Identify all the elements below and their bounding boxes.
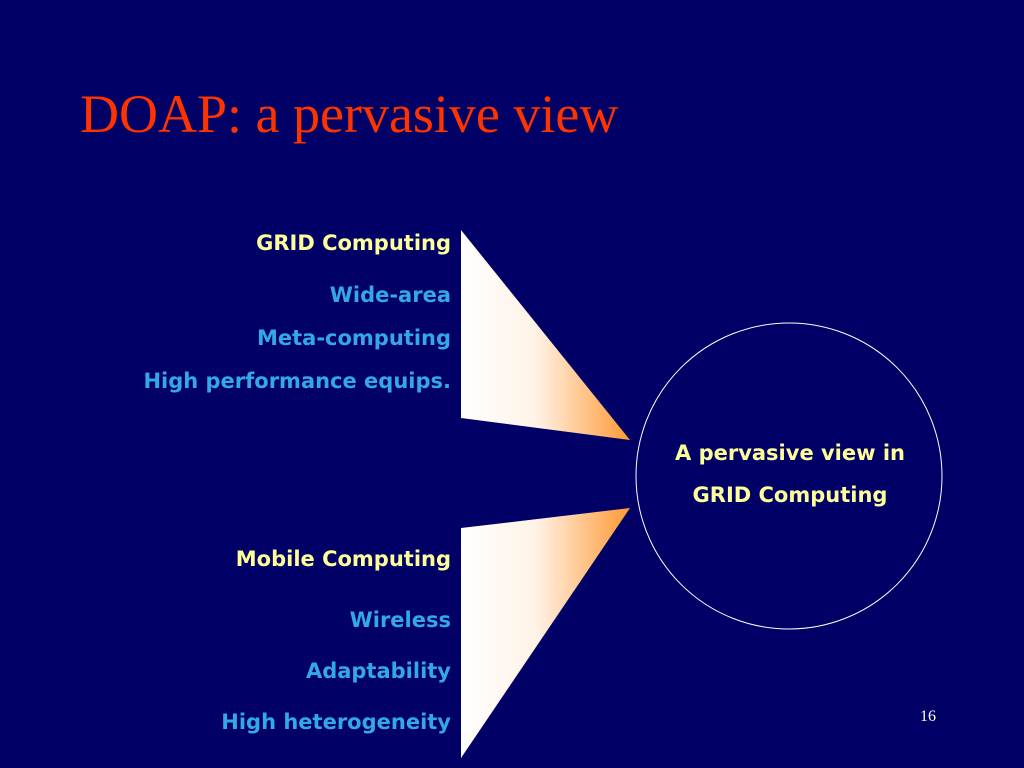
mobile-item-wireless: Wireless	[349, 608, 451, 632]
page-number: 16	[920, 708, 936, 725]
result-text-line2: GRID Computing	[692, 483, 888, 507]
grid-cone	[461, 230, 630, 440]
grid-item-meta-computing: Meta-computing	[256, 326, 451, 350]
grid-computing-heading: GRID Computing	[256, 231, 451, 255]
grid-item-wide-area: Wide-area	[329, 283, 451, 307]
grid-item-high-performance: High performance equips.	[143, 369, 451, 393]
mobile-cone	[461, 508, 630, 758]
mobile-item-adaptability: Adaptability	[305, 659, 451, 683]
result-circle	[635, 322, 943, 630]
slide-title: DOAP: a pervasive view	[80, 84, 619, 144]
mobile-item-high-heterogeneity: High heterogeneity	[221, 710, 451, 734]
mobile-computing-heading: Mobile Computing	[235, 547, 451, 571]
result-text-line1: A pervasive view in	[675, 441, 905, 465]
